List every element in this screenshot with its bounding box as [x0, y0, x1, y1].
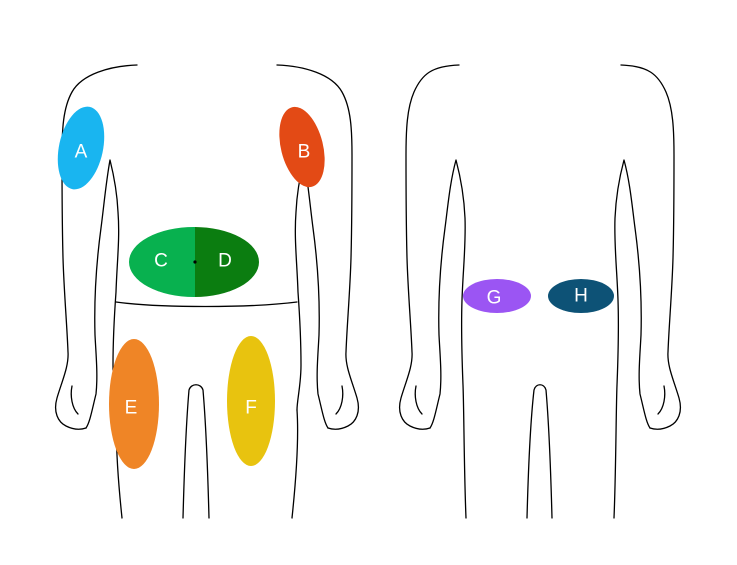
region-a-label: A	[75, 142, 88, 163]
region-a[interactable]: A	[51, 102, 112, 193]
region-f[interactable]: F	[227, 336, 275, 466]
front-left-arm-outline	[54, 64, 138, 430]
back-right-inner-arm-outline	[613, 159, 651, 519]
region-cd: C D	[129, 227, 259, 297]
region-h[interactable]: H	[548, 279, 614, 313]
region-g[interactable]: G	[463, 279, 531, 313]
region-b-label: B	[298, 142, 311, 163]
region-c-shape[interactable]	[129, 227, 259, 297]
back-body-figure	[398, 64, 682, 519]
back-left-inner-arm-outline	[429, 159, 467, 519]
region-d-shape[interactable]	[129, 227, 259, 297]
front-right-arm-outline	[276, 64, 360, 430]
region-g-shape[interactable]	[463, 279, 531, 313]
back-right-arm-outline	[620, 64, 682, 430]
region-e[interactable]: E	[109, 339, 159, 469]
front-waistband-outline	[115, 301, 298, 308]
front-left-thumb-outline	[70, 385, 79, 415]
front-crotch-outline	[182, 384, 210, 519]
region-b[interactable]: B	[272, 102, 333, 192]
region-g-label: G	[487, 288, 502, 309]
back-crotch-outline	[526, 384, 553, 519]
region-h-label: H	[574, 286, 588, 307]
region-h-shape[interactable]	[548, 279, 614, 313]
region-f-label: F	[245, 398, 257, 419]
back-left-arm-outline	[398, 64, 460, 430]
region-e-shape[interactable]	[109, 339, 159, 469]
navel-dot	[193, 260, 197, 264]
back-right-thumb-outline	[657, 385, 666, 415]
front-right-inner-arm-outline	[294, 159, 329, 429]
front-right-thumb-outline	[335, 385, 344, 415]
region-b-shape[interactable]	[272, 102, 333, 192]
front-left-inner-arm-outline	[85, 159, 120, 429]
region-f-shape[interactable]	[227, 336, 275, 466]
back-left-thumb-outline	[414, 385, 423, 415]
region-e-label: E	[125, 398, 138, 419]
region-a-shape[interactable]	[51, 102, 112, 193]
region-c-label: C	[154, 251, 168, 272]
front-right-leg-outline	[291, 409, 299, 519]
region-d-label: D	[218, 251, 232, 272]
